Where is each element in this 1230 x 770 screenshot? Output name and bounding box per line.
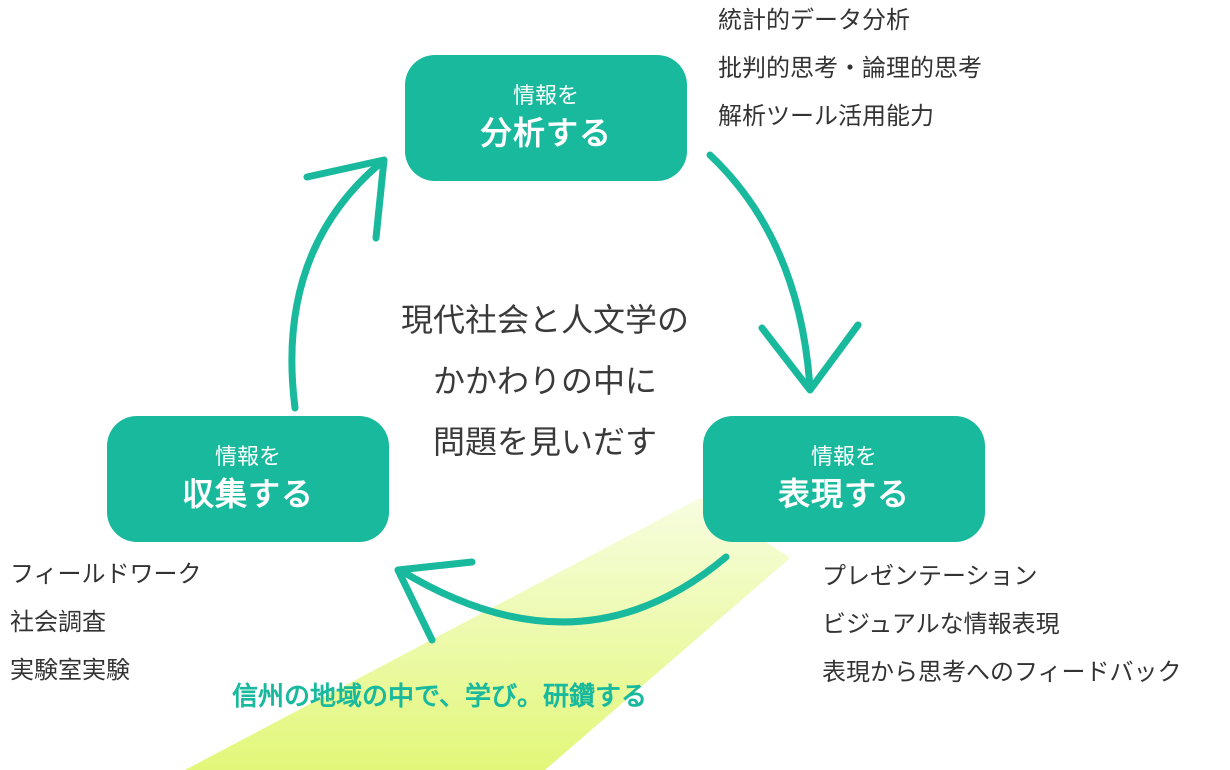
- node-analyze-main: 分析する: [479, 114, 612, 152]
- list-item: プレゼンテーション: [822, 562, 1038, 590]
- list-item: ビジュアルな情報表現: [822, 610, 1060, 638]
- node-collect-sub: 情報を: [214, 445, 281, 470]
- collect-skills-list: フィールドワーク 社会調査 実験室実験: [10, 550, 202, 694]
- arrowhead-collect: [394, 558, 476, 644]
- tagline: 信州の地域の中で、学び。研鑽する: [232, 682, 647, 712]
- center-line: 現代社会と人文学の: [400, 301, 689, 339]
- node-collect: 情報を 収集する: [107, 416, 389, 542]
- list-item: 統計的データ分析: [718, 6, 910, 34]
- list-item: 実験室実験: [10, 656, 130, 684]
- cycle-arrow-express-to-collect: [396, 553, 730, 626]
- analyze-skills-list: 統計的データ分析 批判的思考・論理的思考 解析ツール活用能力: [718, 0, 982, 140]
- list-item: 表現から思考へのフィードバック: [822, 658, 1182, 686]
- list-item: 批判的思考・論理的思考: [718, 54, 982, 82]
- list-item: 解析ツール活用能力: [718, 102, 934, 130]
- node-analyze: 情報を 分析する: [405, 55, 687, 181]
- cycle-arrow-analyze-to-express: [706, 151, 814, 392]
- node-collect-main: 収集する: [181, 475, 314, 513]
- center-message: 現代社会と人文学の かかわりの中に 問題を見いだす: [370, 290, 720, 473]
- light-beam: [185, 498, 790, 770]
- node-express-sub: 情報を: [810, 445, 877, 470]
- express-skills-list: プレゼンテーション ビジュアルな情報表現 表現から思考へのフィードバック: [822, 552, 1182, 696]
- arrowhead-express: [758, 321, 862, 394]
- node-express: 情報を 表現する: [703, 416, 985, 542]
- list-item: フィールドワーク: [10, 560, 202, 588]
- cycle-arrow-collect-to-analyze: [288, 157, 387, 412]
- node-analyze-sub: 情報を: [512, 84, 579, 109]
- center-line: 問題を見いだす: [432, 423, 657, 461]
- node-express-main: 表現する: [777, 475, 910, 513]
- list-item: 社会調査: [10, 608, 106, 636]
- arrowhead-analyze: [303, 156, 388, 242]
- center-line: かかわりの中に: [432, 362, 657, 400]
